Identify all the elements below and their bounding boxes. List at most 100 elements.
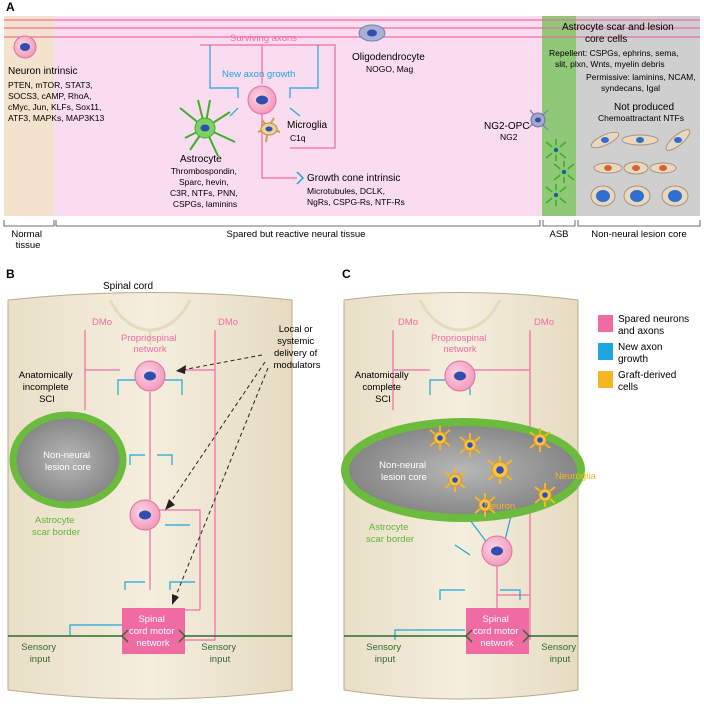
new-axon-growth-lines [209, 45, 319, 117]
new-axon-growth-label: New axon growth [222, 69, 295, 80]
neuroglia-label: Neuroglia [555, 471, 596, 482]
neuron-intrinsic-line: SOCS3, cAMP, RhoA, [8, 91, 91, 101]
propriospinal-label-b: Propriospinal network [121, 333, 179, 355]
sensory-right-b: Sensory input [201, 642, 239, 665]
panel-c: C DMo DMo Propriospinal network [341, 267, 596, 700]
lesion-core-b [9, 411, 127, 509]
sensory-left-c: Sensory input [366, 642, 404, 665]
lesion-core-region [576, 16, 700, 216]
astrocyte-title: Astrocyte [180, 154, 222, 165]
relay-neuron-b [129, 499, 161, 531]
lesion-core-nuclei [596, 137, 682, 202]
spared-axons-b [84, 330, 216, 641]
legend: Spared neurons and axons New axon growth… [598, 314, 689, 393]
astrocyte-nucleus [200, 124, 210, 132]
motor-line: Spinal [138, 614, 164, 625]
dmo-right-b: DMo [218, 317, 238, 328]
region-core-label: Non-neural lesion core [591, 229, 687, 240]
growth-cone-line: NgRs, CSPG-Rs, NTF-Rs [307, 197, 405, 207]
scar-border-label-b: Astrocyte scar border [32, 515, 80, 538]
sci-line: SCI [39, 394, 55, 405]
legend-swatch-spared [598, 315, 613, 332]
surviving-axons-label: Surviving axons [230, 33, 297, 44]
scar-border-label-c: Astrocyte scar border [366, 522, 414, 545]
panel-c-label: C [342, 267, 351, 281]
scar-astrocytes [545, 139, 575, 206]
scar-title-line: core cells [585, 34, 627, 45]
sensory-input-c [344, 629, 578, 643]
sensory-line: input [210, 654, 231, 665]
oligodendrocyte-cell [358, 24, 386, 42]
sensory-line: Sensory [21, 642, 56, 653]
region-normal-line: Normal [11, 229, 42, 240]
motor-network-c [466, 608, 529, 654]
neuron-intrinsic-neuron [13, 35, 37, 59]
propriospinal-neuron-c [444, 360, 476, 392]
scar-permissive-line: syndecans, Igal [601, 83, 660, 93]
lesion-core-line: Non-neural [43, 450, 90, 461]
graft-cells [429, 426, 556, 517]
motor-network-label-b: Spinal cord motor network [129, 614, 177, 649]
sensory-line: Sensory [201, 642, 236, 653]
scar-permissive: Permissive: laminins, NCAM, syndecans, I… [586, 72, 698, 93]
delivery-line: Local or [279, 324, 313, 335]
growth-cone-title: Growth cone intrinsic [307, 173, 400, 184]
motor-line: Spinal [482, 614, 508, 625]
legend-line: and axons [618, 326, 664, 337]
astrocyte-cell [179, 99, 236, 157]
surviving-axons [4, 19, 700, 179]
sci-line: Anatomically [19, 370, 73, 381]
scar-border-line: Astrocyte [369, 522, 409, 533]
propriospinal-label-c: Propriospinal network [431, 333, 489, 355]
propriospinal-neuron-b [134, 360, 166, 392]
scar-permissive-line: Permissive: laminins, NCAM, [586, 72, 696, 82]
legend-label-graft: Graft-derived cells [618, 370, 679, 393]
propriospinal-line: network [133, 344, 167, 355]
lesion-core-c [341, 418, 585, 522]
sensory-line: Sensory [541, 642, 576, 653]
oligodendrocyte-detail: NOGO, Mag [366, 64, 414, 74]
astrocyte-line: Thrombospondin, [171, 166, 237, 176]
neuron-intrinsic-line: ATF3, MAPKs, MAP3K13 [8, 113, 104, 123]
motor-line: network [480, 638, 514, 649]
region-brackets [3, 220, 701, 227]
scar-repellent-line: slit, plxn, Wnts, myelin debris [555, 59, 665, 69]
propriospinal-line: network [443, 344, 477, 355]
propriospinal-line: Propriospinal [431, 333, 486, 344]
propriospinal-line: Propriospinal [121, 333, 176, 344]
panel-a-label: A [6, 0, 15, 14]
sci-line: Anatomically [355, 370, 409, 381]
sci-line: incomplete [23, 382, 69, 393]
asb-region [542, 16, 576, 216]
scar-title-line: Astrocyte scar and lesion [562, 22, 674, 33]
legend-swatch-growth [598, 343, 613, 360]
neuron-intrinsic-list: PTEN, mTOR, STAT3, SOCS3, cAMP, RhoA, cM… [8, 80, 104, 123]
delivery-label: Local or systemic delivery of modulators [274, 324, 321, 371]
region-normal-line: tissue [16, 240, 41, 251]
scar-border-line: Astrocyte [35, 515, 75, 526]
motor-line: cord motor [473, 626, 518, 637]
new-growth-b [69, 379, 195, 635]
legend-line: cells [618, 382, 638, 393]
region-spared-label: Spared but reactive neural tissue [227, 229, 366, 240]
lesion-core-line: lesion core [381, 472, 427, 483]
growth-cone-icon [296, 171, 305, 185]
spinal-cord-title: Spinal cord [103, 281, 153, 292]
panel-a: A Surviving axons New axon growth Ne [3, 0, 701, 251]
sensory-line: input [375, 654, 396, 665]
delivery-line: modulators [274, 360, 321, 371]
sensory-right-c: Sensory input [541, 642, 579, 665]
lesion-core-line: lesion core [45, 462, 91, 473]
sensory-left-b: Sensory input [21, 642, 59, 665]
legend-swatch-graft [598, 371, 613, 388]
legend-line: growth [618, 354, 648, 365]
scar-repellent: Repellent: CSPGs, ephrins, sema, slit, p… [549, 48, 681, 69]
astrocyte-line: Sparc, hevin, [179, 177, 229, 187]
legend-line: Spared neurons [618, 314, 689, 325]
motor-line: network [136, 638, 170, 649]
growth-cone-list: Microtubules, DCLK, NgRs, CSPG-Rs, NTF-R… [307, 186, 405, 207]
relay-neuron-c [481, 535, 513, 567]
region-normal-label: Normal tissue [11, 229, 44, 251]
oligodendrocyte-title: Oligodendrocyte [352, 52, 425, 63]
